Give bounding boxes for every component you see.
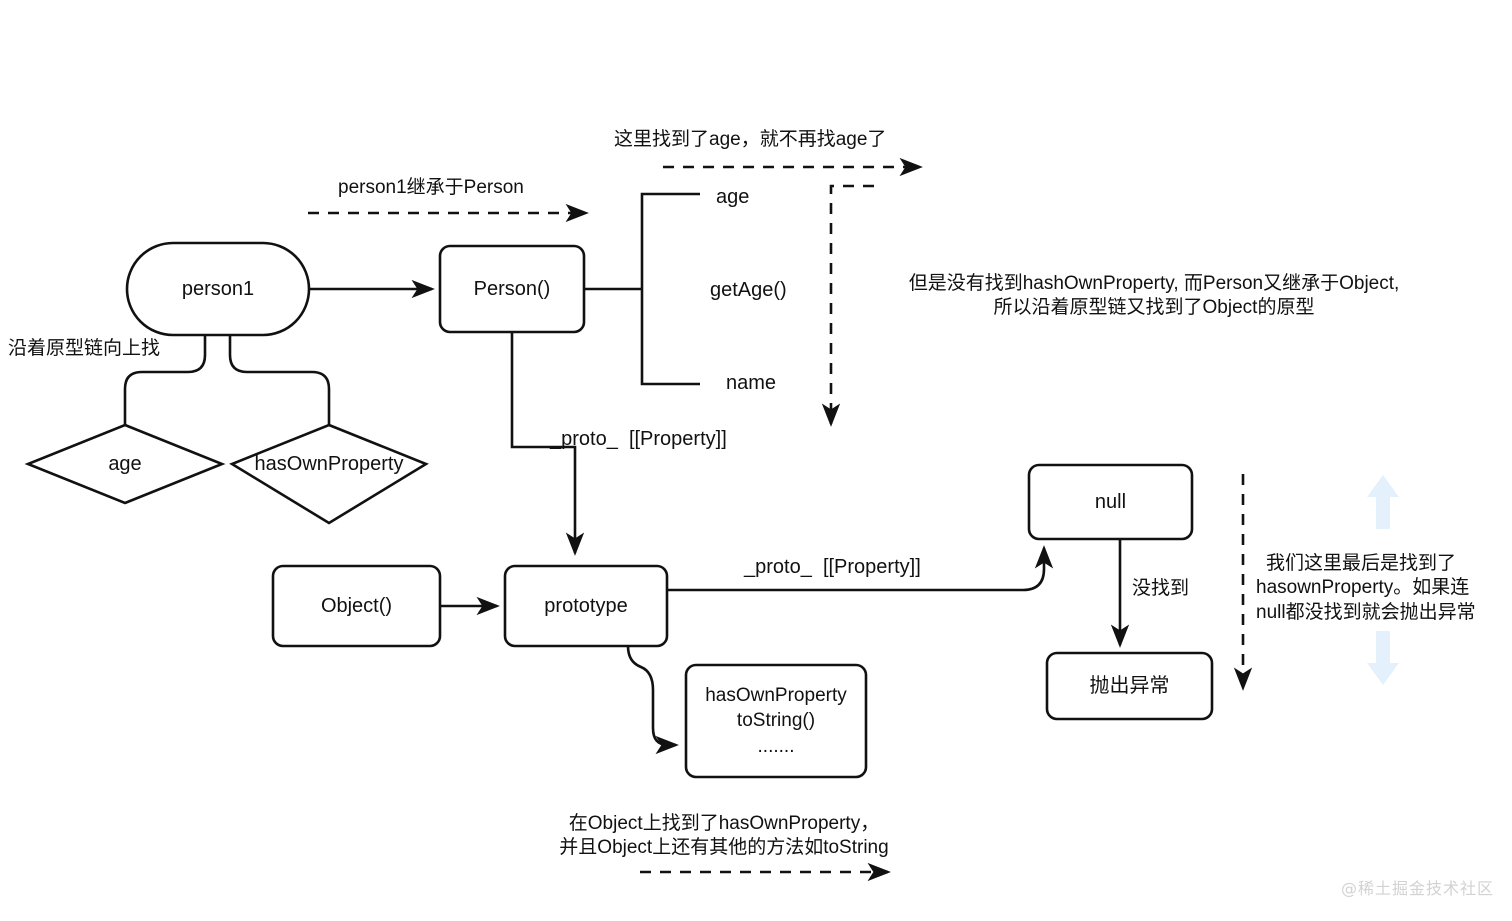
edge-prototype-to-null [667, 545, 1054, 592]
accent-arrow-up-icon [1367, 475, 1399, 529]
annotation-inherit-person: person1继承于Person [338, 177, 524, 198]
annotation-final-note: 我们这里最后是找到了 hasownProperty。如果连 null都没找到就会… [1256, 553, 1476, 623]
node-throw [1045, 651, 1214, 721]
member-bracket [640, 192, 700, 386]
annotation-not-found-hasown: 但是没有找到hashOwnProperty, 而Person又继承于Object… [908, 273, 1400, 319]
node-object-methods [684, 663, 868, 779]
member-getage-label: getAge() [710, 279, 787, 301]
accent-arrow-down-icon [1367, 631, 1399, 685]
diamond-age [24, 423, 226, 505]
edge-person-to-prototype [510, 332, 585, 556]
edge-label-not-found: 没找到 [1132, 578, 1190, 599]
node-object-ctor [271, 564, 442, 648]
dashed-arrow-down-to-object [821, 184, 874, 427]
member-name-label: name [726, 372, 777, 394]
watermark: @稀土掘金技术社区 [1340, 879, 1494, 898]
edge-label-prototype-proto: _proto_ [[Property]] [744, 556, 921, 578]
edge-prototype-to-methods [626, 645, 679, 755]
annotation-found-on-object: 在Object上找到了hasOwnProperty， 并且Object上还有其他… [559, 813, 889, 859]
edge-person1-to-age-diamond [123, 335, 207, 425]
annotation-up-the-chain: 沿着原型链向上找 [8, 338, 161, 359]
node-person-ctor [438, 244, 586, 334]
annotation-found-age: 这里找到了age，就不再找age了 [614, 129, 887, 150]
node-null [1027, 463, 1194, 541]
diamond-hasownproperty [229, 423, 429, 525]
edge-label-person-proto: _proto_ [[Property]] [550, 428, 727, 450]
node-prototype [503, 564, 669, 648]
member-age-label: age [716, 186, 750, 208]
node-person1 [125, 241, 311, 337]
edge-person1-to-hasown-diamond [228, 335, 331, 425]
